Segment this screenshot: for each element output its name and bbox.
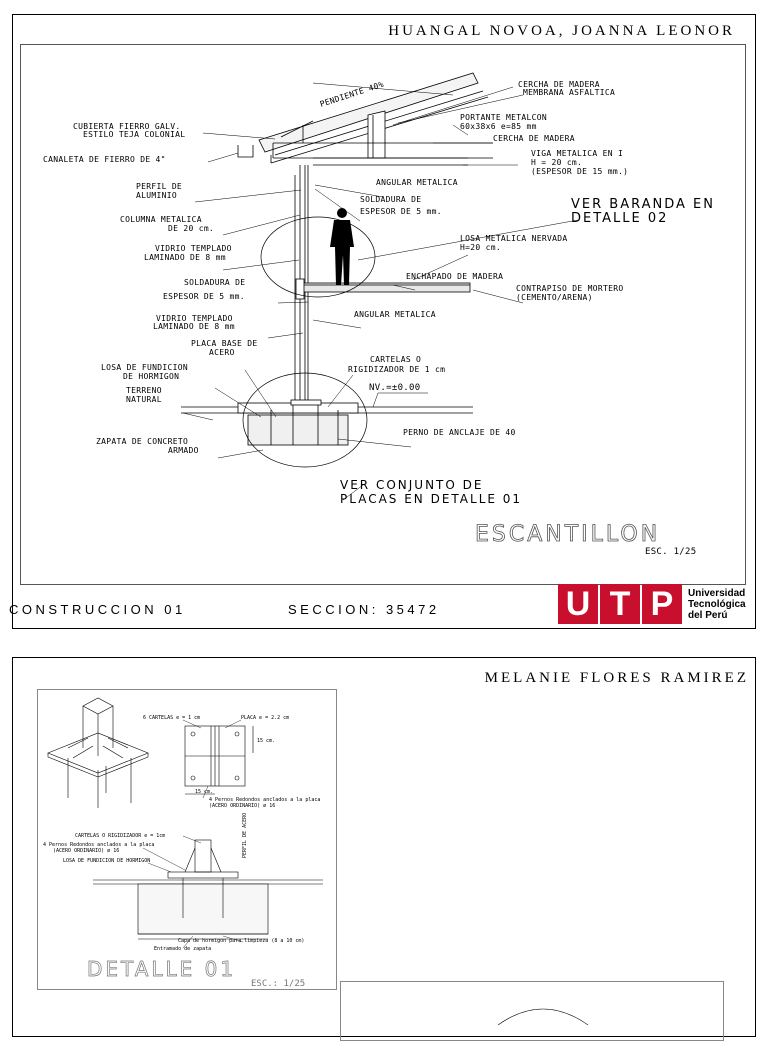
detail-leader-lines (142, 719, 244, 949)
detalle-drawing: 6 CARTELAS e = 1 cm PLACA e = 2.2 cm 15 … (43, 697, 589, 1025)
label-baranda-1: VER BARANDA EN (571, 197, 715, 212)
label-contrapiso-2: (CEMENTO/ARENA) (516, 293, 593, 302)
label-terreno-2: NATURAL (126, 395, 162, 404)
label-angular-1: ANGULAR METALICA (376, 178, 458, 187)
section-footing (93, 839, 323, 940)
drawing-scale: ESC. 1/25 (645, 547, 696, 557)
label-placa-top: PLACA e = 2.2 cm (241, 715, 289, 721)
logo-letter-t: T (600, 584, 640, 624)
label-cubierta-1: CUBIERTA FIERRO GALV. (73, 122, 180, 131)
utp-logo: U T P Universidad Tecnológica del Perú (558, 584, 746, 624)
person-silhouette (330, 208, 354, 285)
plan-plate (184, 725, 254, 795)
label-nivel: NV.=±0.00 (369, 383, 420, 393)
label-pernos-note-2: (ACERO ORDINARIO) ø 16 (209, 803, 275, 809)
label-angular-2: ANGULAR METALICA (354, 310, 436, 319)
escantillon-drawing: PENDIENTE 40% CERCHA DE MADERA MEMBRANA … (43, 72, 715, 557)
label-losa-fund: LOSA DE FUNDICION DE HORMIGON (63, 858, 150, 864)
label-perno: PERNO DE ANCLAJE DE 40 (403, 428, 516, 437)
detail-circle-placas (242, 372, 368, 468)
label-canaleta: CANALETA DE FIERRO DE 4" (43, 155, 166, 164)
label-cartelas-2: RIGIDIZADOR DE 1 cm (348, 365, 445, 374)
gutter (237, 145, 254, 158)
label-pernos-left-1: 4 Pernos Redondos anclados a la placa (43, 842, 154, 848)
label-cartelas-1: CARTELAS O (370, 355, 421, 364)
label-perfil-vertical: PERFIL DE ACERO (242, 813, 248, 858)
label-placa-2: ACERO (209, 348, 235, 357)
label-terreno-1: TERRENO (126, 386, 162, 395)
logo-university-name: Universidad Tecnológica del Perú (688, 588, 746, 621)
detail-title: DETALLE 01 (87, 957, 236, 981)
label-pernos-left-2: (ACERO ORDINARIO) ø 16 (53, 848, 119, 854)
label-vidrio-2a: VIDRIO TEMPLADO (156, 314, 233, 323)
label-losafund-1: LOSA DE FUNDICION (101, 363, 188, 372)
label-columna-1: COLUMNA METALICA (120, 215, 202, 224)
label-soldadura-2a: SOLDADURA DE (184, 278, 245, 287)
label-losa-2: H=20 cm. (460, 243, 501, 252)
label-losa-1: LOSA METALICA NERVADA (460, 234, 567, 243)
label-columna-2: DE 20 cm. (168, 224, 214, 233)
drawing-frame (20, 44, 746, 585)
section-number: SECCION: 35472 (288, 602, 440, 617)
label-cartelas-top: 6 CARTELAS e = 1 cm (143, 715, 200, 721)
logo-letter-p: P (642, 584, 682, 624)
leader-lines (182, 82, 579, 501)
label-dim-15b: 15 cm. (195, 789, 213, 795)
logo-line-1: Universidad (688, 587, 746, 599)
label-vidrio-2b: LAMINADO DE 8 mm (153, 322, 235, 331)
label-enchapado: ENCHAPADO DE MADERA (406, 272, 503, 281)
label-contrapiso-1: CONTRAPISO DE MORTERO (516, 284, 623, 293)
sheet-escantillon: HUANGAL NOVOA, JOANNA LEONOR (9, 14, 756, 629)
isometric-base (47, 697, 149, 808)
label-portante-1: PORTANTE METALCON (460, 113, 547, 122)
foundation (181, 399, 473, 446)
label-losafund-2: DE HORMIGON (123, 372, 179, 381)
label-vidrio-1b: LAMINADO DE 8 mm (144, 253, 226, 262)
label-soldadura-1a: SOLDADURA DE (360, 195, 421, 204)
logo-letter-u: U (558, 584, 598, 624)
label-soldadura-1b: ESPESOR DE 5 mm. (360, 207, 442, 216)
logo-line-2: Tecnológica (688, 598, 746, 610)
label-cercha-1: CERCHA DE MADERA (518, 80, 600, 89)
label-baranda-2: DETALLE 02 (571, 211, 668, 226)
label-viga-2: H = 20 cm. (531, 158, 582, 167)
label-zapata-2: ARMADO (168, 446, 199, 455)
label-conjunto-1: VER CONJUNTO DE (340, 478, 483, 492)
label-portante-2: 60x38x6 e=85 mm (460, 122, 537, 131)
label-entramado: Entramado de zapata (154, 946, 211, 952)
label-placa-1: PLACA BASE DE (191, 339, 258, 348)
arc-partial (497, 1008, 589, 1025)
label-membrana: MEMBRANA ASFALTICA (523, 88, 615, 97)
author-name-2: MELANIE FLORES RAMIREZ (484, 670, 749, 686)
label-dim-15a: 15 cm. (257, 738, 275, 744)
label-pernos-note-1: 4 Pernos Redondos anclados a la placa (209, 797, 320, 803)
logo-line-3: del Perú (688, 609, 728, 621)
course-name: CONSTRUCCION 01 (9, 602, 186, 617)
label-vidrio-1a: VIDRIO TEMPLADO (155, 244, 232, 253)
detail-frame (37, 689, 337, 990)
label-viga-3: (ESPESOR DE 15 mm.) (531, 167, 628, 176)
label-zapata-1: ZAPATA DE CONCRETO (96, 437, 188, 446)
label-perfil-2: ALUMINIO (136, 191, 177, 200)
label-cubierta-2: ESTILO TEJA COLONIAL (83, 130, 185, 139)
drawing-title: ESCANTILLON (475, 522, 660, 547)
label-cartelas-mid: CARTELAS O RIGIDIZADOR e = 1cm (75, 833, 165, 839)
label-capa: Capa de hormigon para limpieza (8 a 10 c… (178, 938, 304, 944)
label-conjunto-2: PLACAS EN DETALLE 01 (340, 492, 522, 506)
sheet-detalle: MELANIE FLORES RAMIREZ (12, 657, 756, 1041)
label-cercha-2: CERCHA DE MADERA (493, 134, 575, 143)
slab (295, 278, 471, 300)
label-perfil-1: PERFIL DE (136, 182, 182, 191)
label-soldadura-2b: ESPESOR DE 5 mm. (163, 292, 245, 301)
author-name: HUANGAL NOVOA, JOANNA LEONOR (388, 23, 735, 39)
detail-scale: ESC.: 1/25 (251, 979, 305, 989)
label-viga-1: VIGA METALICA EN I (531, 149, 623, 158)
